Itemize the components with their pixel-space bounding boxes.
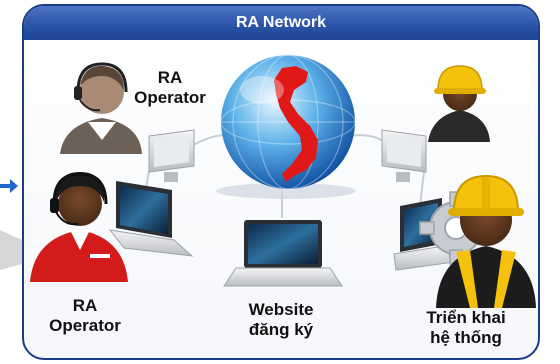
label-ra-operator-top: RA Operator [134, 68, 206, 107]
panel-header: RA Network [24, 6, 538, 40]
worker-icon [436, 174, 536, 308]
globe-icon [216, 54, 356, 199]
headset-operator-icon [60, 62, 142, 154]
ra-network-panel: RA Network [22, 4, 540, 360]
label-deploy-system: Triển khai hệ thống [426, 308, 506, 347]
network-diagram [30, 54, 536, 308]
laptop-icon [108, 181, 194, 257]
monitor-icon [381, 129, 427, 182]
laptop-icon [223, 220, 343, 287]
arrow-icon [0, 179, 18, 193]
shadow-decoration [0, 230, 22, 270]
monitor-icon [148, 129, 195, 182]
headset-operator-icon [30, 172, 128, 282]
vietnam-map-icon [274, 66, 318, 182]
worker-icon [428, 65, 490, 142]
label-ra-operator-bottom: RA Operator [49, 296, 121, 335]
panel-title: RA Network [235, 14, 327, 31]
label-website: Website đăng ký [248, 300, 314, 339]
